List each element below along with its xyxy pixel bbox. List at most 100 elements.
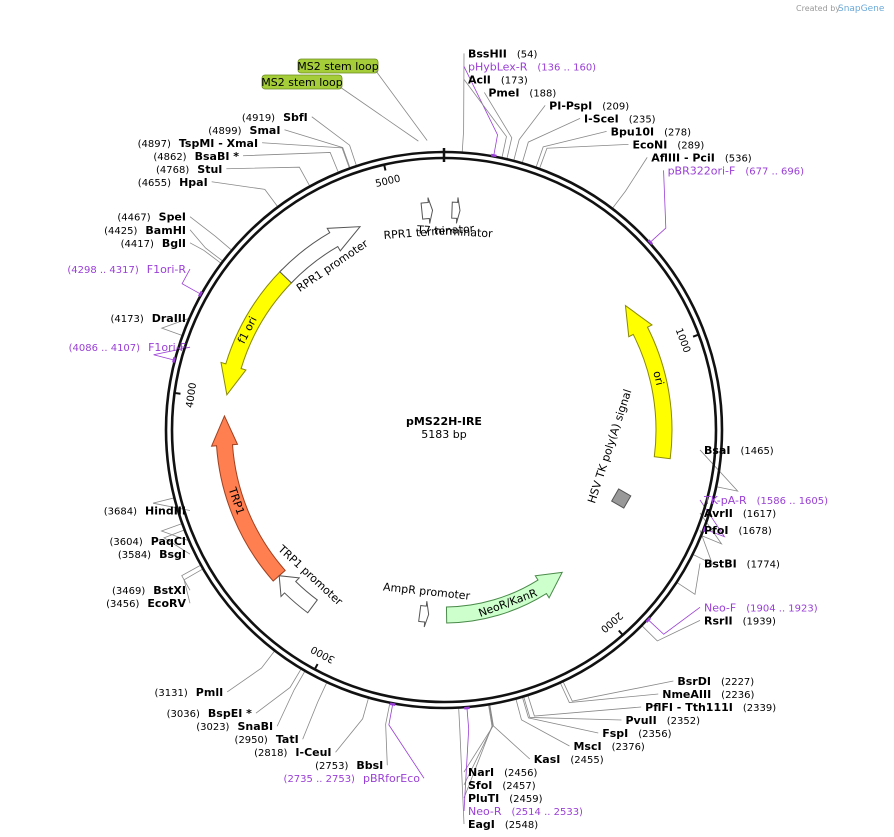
tick-mark: [313, 663, 319, 670]
leader-line: [284, 129, 351, 168]
leader-line: [262, 142, 350, 168]
primer-mark: [490, 153, 497, 158]
site-position: (4899): [208, 126, 241, 137]
enzyme-label-pvuii: PvuII(2352): [625, 714, 700, 727]
primer-mark: [172, 357, 176, 363]
site-labels: BssHII(54)pHybLex-R(136 .. 160)AclI(173)…: [67, 47, 828, 831]
site-position: (2376): [612, 742, 645, 753]
enzyme-label-kasi: KasI(2455): [534, 753, 604, 766]
site-position: (1465): [740, 446, 773, 457]
tick-label: 1000: [673, 327, 692, 355]
site-name: BbsI: [356, 759, 383, 772]
primer-label-f1ori-r: F1ori-R(4298 .. 4317): [67, 263, 186, 276]
site-position: (4655): [138, 178, 171, 189]
leader-line: [515, 699, 570, 747]
leader-line: [650, 170, 667, 243]
site-name: EcoRV: [147, 597, 186, 610]
feature-label-ampr-promoter: AmpR promoter: [382, 580, 471, 602]
site-name: MscI: [573, 740, 601, 753]
site-position: (2735 .. 2753): [284, 774, 356, 785]
site-name: BsaBI *: [195, 150, 240, 163]
primer-label-neo-r: Neo-R(2514 .. 2533): [468, 805, 583, 818]
leader-line: [189, 242, 221, 264]
site-name: StuI: [197, 163, 222, 176]
primer-mark: [198, 290, 203, 297]
leader-line: [385, 703, 391, 766]
tick-label: 4000: [185, 382, 199, 409]
leader-line: [463, 66, 498, 156]
site-name: pBR322ori-F: [668, 164, 736, 177]
leader-line: [535, 131, 607, 167]
enzyme-label-bsgi: BsgI(3584): [118, 548, 186, 561]
site-name: Bpu10I: [611, 125, 655, 138]
enzyme-label-bgli: BglI (4417): [121, 237, 186, 250]
site-name: PmeI: [488, 86, 519, 99]
site-position: (173): [501, 75, 528, 86]
primer-label-f1ori-f: F1ori-F(4086 .. 4107): [69, 341, 186, 354]
site-name: EagI: [468, 818, 495, 831]
site-name: I-CeuI: [295, 746, 331, 759]
feature-label-rpr1-terminator: RPR1 terminator: [383, 222, 475, 242]
leader-line: [243, 152, 339, 173]
site-name: NmeAIII: [662, 688, 711, 701]
enzyme-label-acli: AclI(173): [468, 73, 528, 86]
site-position: (677 .. 696): [745, 166, 804, 177]
site-position: (3604): [110, 537, 143, 548]
leader-line: [311, 116, 357, 166]
site-position: (4417): [121, 239, 154, 250]
primer-label-neo-f: Neo-F(1904 .. 1923): [704, 601, 818, 614]
leader-line: [211, 181, 278, 207]
site-name: Neo-F: [704, 601, 736, 614]
site-name: HpaI: [179, 176, 208, 189]
site-position: (2227): [721, 677, 754, 688]
leader-line: [160, 317, 191, 336]
enzyme-label-msci: MscI (2376): [573, 740, 644, 753]
enzyme-label-hindiii: HindIII(3684): [104, 504, 186, 517]
site-position: (1939): [743, 616, 776, 627]
site-position: (4467): [117, 213, 150, 224]
enzyme-label-bsrdi: BsrDI (2227): [677, 675, 754, 688]
site-name: PflFI - Tth111I: [645, 701, 733, 714]
enzyme-label-pfoi: PfoI(1678): [704, 524, 772, 537]
leader-line: [181, 268, 201, 295]
feature-t7-terminator: [451, 197, 461, 224]
feature-rpr1-terminator: [420, 197, 434, 224]
credit-brand: SnapGene: [838, 4, 885, 14]
leader-line: [189, 229, 223, 262]
leader-line: [648, 607, 701, 635]
enzyme-label-fspi: FspI(2356): [602, 727, 671, 740]
feature-label-t7-terminator: T7 terminator: [416, 223, 494, 240]
ms2-stem-loop-pill: MS2 stem loop: [297, 58, 379, 74]
site-position: (1774): [747, 559, 780, 570]
enzyme-label-smai: SmaI(4899): [208, 124, 280, 137]
site-name: BglI: [162, 237, 186, 250]
site-position: (2455): [570, 755, 603, 766]
site-name: SnaBI: [237, 720, 273, 733]
leader-line: [458, 708, 465, 825]
enzyme-label-rsrii: RsrII(1939): [704, 614, 776, 627]
enzyme-label-tspmi-xmai: TspMI - XmaI(4897): [138, 137, 258, 150]
enzyme-label-pluti: PluTI(2459): [468, 792, 543, 805]
site-name: NarI: [468, 766, 494, 779]
leader-line: [484, 92, 513, 159]
enzyme-label-snabi: SnaBI(3023): [196, 720, 273, 733]
leader-line: [181, 565, 201, 591]
site-position: (1586 .. 1605): [757, 496, 829, 507]
site-position: (2548): [505, 820, 538, 831]
site-position: (2818): [254, 748, 287, 759]
leader-line: [463, 705, 494, 786]
enzyme-label-pi-pspi: PI-PspI(209): [549, 99, 629, 112]
leader-lines: [152, 53, 739, 825]
primer-mark: [389, 702, 396, 706]
leader-line: [523, 697, 622, 721]
leader-line: [463, 705, 493, 799]
enzyme-label-bamhi: BamHI(4425): [104, 224, 186, 237]
leader-line: [463, 79, 507, 158]
site-name: BstBI: [704, 557, 737, 570]
primer-label-tk-pa-r: TK-pA-R(1586 .. 1605): [703, 494, 828, 507]
primer-label-pbr322ori-f: pBR322ori-F (677 .. 696): [668, 164, 805, 177]
leader-line: [226, 166, 310, 186]
site-name: BsrDI: [677, 675, 711, 688]
enzyme-label-bsabi: BsaBI *(4862): [153, 150, 239, 163]
